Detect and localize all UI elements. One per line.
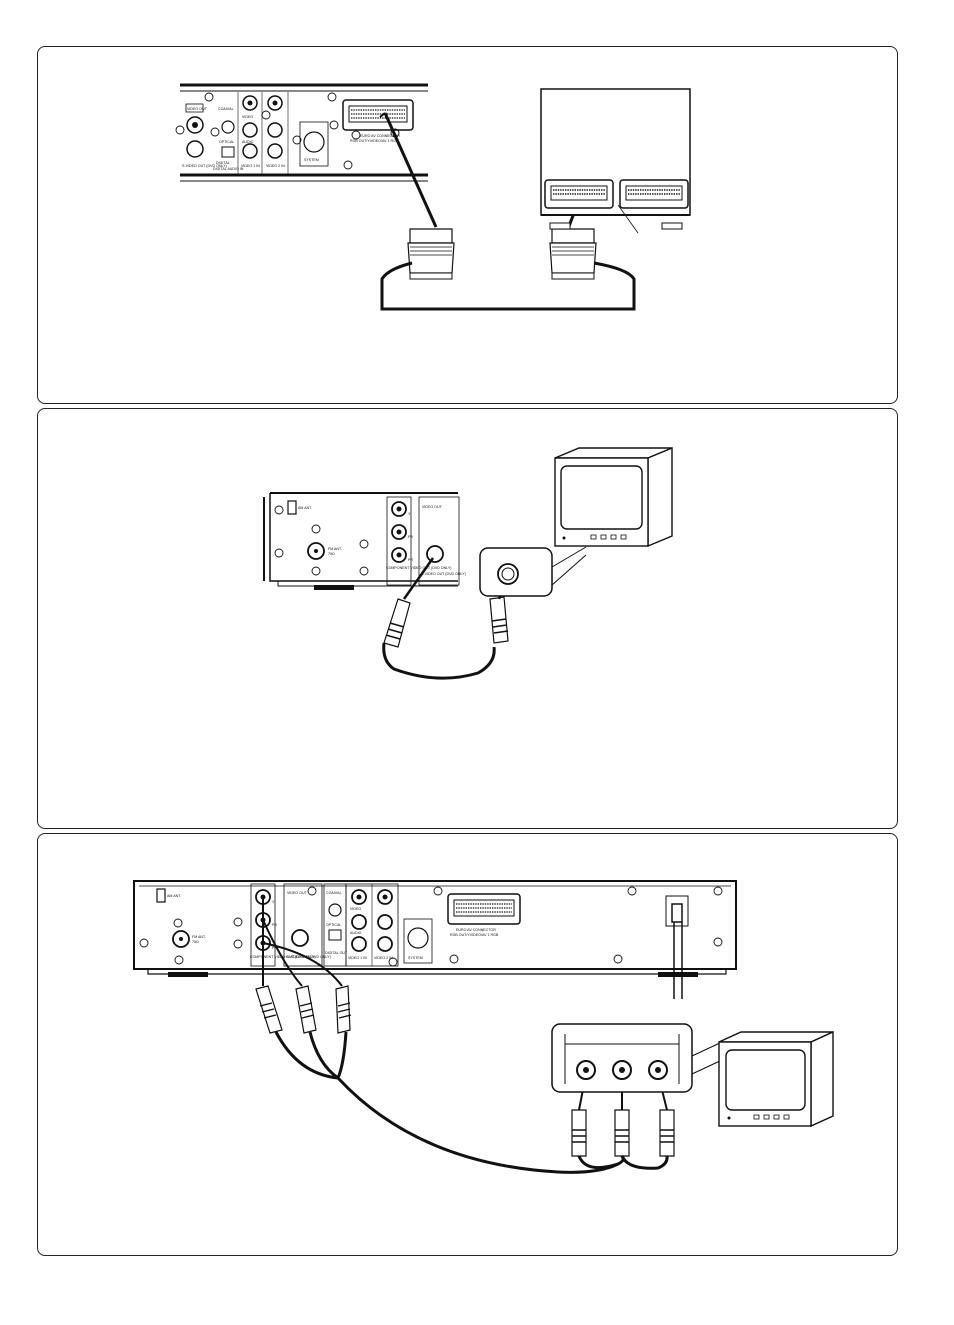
label-optical: OPTICAL xyxy=(326,923,341,927)
label-system: SYSTEM xyxy=(408,956,423,960)
label-pb: PB xyxy=(408,535,413,539)
label-digital: DIGITAL xyxy=(216,161,230,165)
label-video1-in: VIDEO 1 IN xyxy=(241,164,260,168)
label-video2-in: VIDEO 2 IN xyxy=(374,956,393,960)
svideo-connection-diagram: AM ANT. FM ANT. 75Ω Y PB PR COMPONENT VI… xyxy=(263,446,673,680)
label-optical: OPTICAL xyxy=(219,140,234,144)
label-video2-in: VIDEO 2 IN xyxy=(266,164,285,168)
tv-front xyxy=(718,1030,834,1128)
component-cable-set xyxy=(255,897,675,1174)
component-connection-diagram: AM ANT. FM ANT. 75Ω Y PB PR COMPONENT VI… xyxy=(133,880,834,1174)
label-coaxial: COAXIAL xyxy=(326,891,342,895)
scart-cable xyxy=(379,112,636,311)
label-video-out: VIDEO OUT xyxy=(187,107,208,111)
label-svideo-out: S-VIDEO OUT (DVD ONLY) xyxy=(286,955,331,959)
label-fm-ant: FM ANT. xyxy=(192,935,206,939)
component-connection-panel: AM ANT. FM ANT. 75Ω Y PB PR COMPONENT VI… xyxy=(37,833,898,1256)
scart-connection-diagram: VIDEO OUT S-VIDEO OUT (DVD ONLY) COAXIAL… xyxy=(175,83,691,311)
label-pr: PR xyxy=(408,558,413,562)
label-am-ant: AM ANT. xyxy=(298,506,312,510)
label-fm-ant: FM ANT. xyxy=(328,547,342,551)
label-pb: PB xyxy=(272,923,277,927)
label-rgb-out: RGB OUT/YVIDEO/AV 1 RGB xyxy=(350,139,399,143)
receiver-rear-panel-partial: AM ANT. FM ANT. 75Ω Y PB PR COMPONENT VI… xyxy=(263,492,466,590)
label-coaxial: COAXIAL xyxy=(218,107,234,111)
svideo-socket-callout xyxy=(479,546,587,597)
tv-front xyxy=(554,446,673,548)
label-video-out: VIDEO OUT xyxy=(422,505,443,509)
label-audio: AUDIO xyxy=(242,140,254,144)
receiver-rear-panel-partial: VIDEO OUT S-VIDEO OUT (DVD ONLY) COAXIAL… xyxy=(175,83,428,182)
label-video1-in: VIDEO 1 IN xyxy=(348,956,367,960)
component-input-callout xyxy=(551,1023,723,1093)
receiver-rear-panel-full: AM ANT. FM ANT. 75Ω Y PB PR COMPONENT VI… xyxy=(133,880,737,999)
scart-connection-panel: VIDEO OUT S-VIDEO OUT (DVD ONLY) COAXIAL… xyxy=(37,46,898,404)
label-pr: PR xyxy=(272,946,277,950)
label-digital-out: DIGITAL OUT xyxy=(325,951,348,955)
label-svideo-out: S-VIDEO OUT (DVD ONLY) xyxy=(182,164,227,168)
label-y: Y xyxy=(272,900,275,904)
label-video: VIDEO xyxy=(242,115,253,119)
label-svideo-out: S-VIDEO OUT (DVD ONLY) xyxy=(421,572,466,576)
tv-rear xyxy=(540,88,691,234)
svideo-connection-panel: AM ANT. FM ANT. 75Ω Y PB PR COMPONENT VI… xyxy=(37,408,898,829)
label-audio: AUDIO xyxy=(350,931,362,935)
label-video: VIDEO xyxy=(350,907,361,911)
label-fm-ohm: 75Ω xyxy=(328,552,335,556)
label-digital-audio-in: DIGITAL AUDIO IN xyxy=(213,167,244,171)
label-y: Y xyxy=(408,512,411,516)
label-euro-av: EURO AV CONNECTOR xyxy=(456,928,496,932)
label-fm-ohm: 75Ω xyxy=(192,940,199,944)
label-am-ant: AM ANT. xyxy=(167,894,181,898)
label-rgb-out: RGB OUT/YVIDEO/AV 1 RGB xyxy=(450,933,499,937)
label-video-out: VIDEO OUT xyxy=(287,891,308,895)
label-system: SYSTEM xyxy=(304,158,319,162)
label-euro-av: EURO AV CONNECTOR xyxy=(360,134,400,138)
